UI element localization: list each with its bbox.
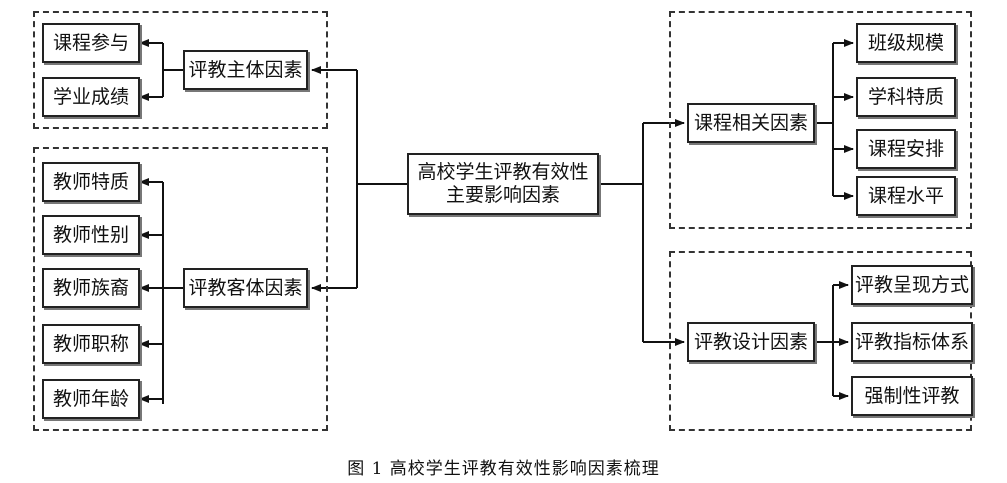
item-teacher-traits: 教师特质 [42, 162, 140, 202]
center-title-line2: 主要影响因素 [445, 184, 560, 206]
item-course-level: 课程水平 [856, 176, 956, 216]
object-factors-group [33, 147, 328, 431]
item-course-participation: 课程参与 [42, 23, 140, 63]
item-course-schedule: 课程安排 [856, 129, 956, 169]
item-teacher-ethnicity: 教师族裔 [42, 268, 140, 308]
object-factors-node: 评教客体因素 [183, 268, 308, 308]
center-title-line1: 高校学生评教有效性 [417, 161, 589, 184]
subject-factors-node: 评教主体因素 [183, 50, 308, 90]
course-factors-node: 课程相关因素 [687, 103, 815, 143]
subject-factors-group [33, 11, 328, 129]
connector-object-trunk [162, 182, 183, 404]
item-subject-traits: 学科特质 [856, 77, 956, 117]
center-node: 高校学生评教有效性 主要影响因素 [407, 153, 599, 215]
connector-design-trunk [815, 285, 834, 396]
item-class-size: 班级规模 [856, 23, 956, 63]
figure-caption: 图 1 高校学生评教有效性影响因素梳理 [347, 459, 660, 479]
item-academic-grades: 学业成绩 [42, 77, 140, 117]
item-indicator-system: 评教指标体系 [851, 322, 973, 362]
item-mandatory-evaluation: 强制性评教 [851, 376, 973, 416]
connector-subject-trunk [162, 43, 183, 97]
item-teacher-gender: 教师性别 [42, 215, 140, 255]
design-factors-node: 评教设计因素 [687, 322, 815, 362]
item-teacher-age: 教师年龄 [42, 379, 140, 419]
item-teacher-title: 教师职称 [42, 324, 140, 364]
connector-course-trunk [815, 43, 834, 196]
item-presentation-mode: 评教呈现方式 [851, 265, 973, 305]
course-factors-group [669, 11, 972, 229]
